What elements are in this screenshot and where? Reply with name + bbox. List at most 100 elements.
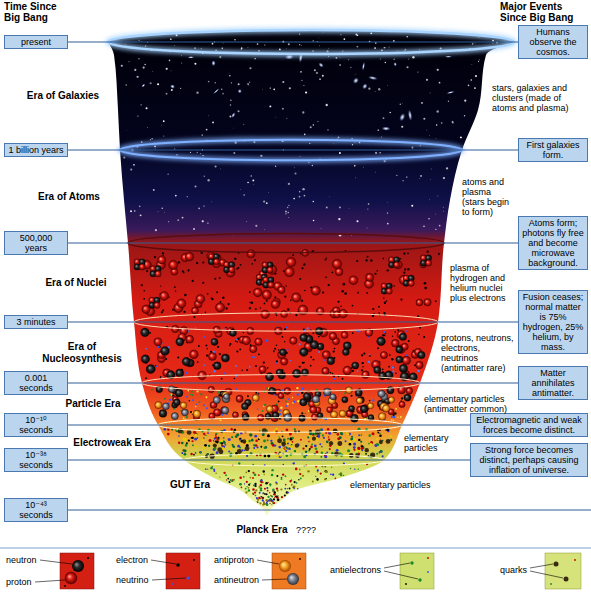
particle (162, 403, 169, 410)
particle (384, 331, 386, 333)
particle (248, 484, 250, 486)
event-box: First galaxies form. (518, 138, 588, 162)
particle (310, 341, 318, 349)
star (368, 88, 370, 90)
particle (378, 390, 385, 397)
particle (352, 305, 354, 307)
particle (265, 413, 271, 419)
star (326, 104, 328, 106)
particle (236, 341, 238, 343)
particle (372, 308, 374, 310)
star (304, 134, 306, 136)
particle (183, 311, 185, 313)
star (252, 179, 254, 181)
particle (399, 401, 405, 407)
particle (233, 429, 235, 431)
particle (286, 327, 288, 329)
star (354, 165, 356, 167)
galaxy (444, 56, 452, 58)
particle (276, 482, 278, 484)
star (343, 38, 345, 40)
star (151, 138, 152, 139)
particle (200, 451, 202, 453)
star (208, 81, 210, 83)
star (407, 36, 408, 37)
particle (214, 278, 216, 280)
particle (253, 444, 255, 446)
particle (203, 404, 205, 406)
particle (241, 486, 243, 488)
event-box: Electromagnetic and weak forces become d… (470, 413, 588, 437)
particle (310, 356, 312, 358)
star (128, 61, 129, 62)
particle (247, 250, 255, 258)
particle (208, 352, 216, 360)
particle (192, 394, 194, 396)
particle (278, 401, 280, 403)
particle (393, 420, 395, 422)
particle (254, 259, 256, 261)
particle (264, 455, 267, 458)
particle (280, 406, 283, 409)
particle (361, 434, 363, 436)
particle (204, 444, 207, 447)
star (150, 82, 152, 84)
particle (256, 454, 258, 456)
particle (248, 440, 251, 443)
particle (393, 262, 399, 268)
era-label: Electroweak Era (64, 437, 160, 449)
particle (301, 267, 303, 269)
particle (303, 392, 311, 400)
particle (289, 488, 291, 490)
particle (245, 471, 247, 473)
particle (312, 395, 320, 403)
particle (404, 394, 411, 401)
star (386, 201, 388, 203)
particle (255, 439, 258, 442)
particle (264, 446, 267, 449)
particle-soup (134, 249, 440, 506)
particle (376, 438, 378, 440)
star (288, 205, 289, 206)
particle (242, 439, 246, 443)
particle (176, 338, 184, 346)
particle (365, 453, 367, 455)
particle (229, 481, 231, 483)
particle (293, 486, 295, 488)
particle (141, 328, 150, 337)
galaxy (393, 62, 398, 67)
particle (146, 365, 155, 374)
particle (290, 442, 292, 444)
particle (256, 446, 258, 448)
particle (258, 497, 261, 500)
particle (216, 291, 218, 293)
particle (285, 447, 288, 450)
particle (296, 387, 298, 389)
particle (333, 429, 338, 434)
particle (288, 447, 291, 450)
particle (294, 428, 296, 430)
particle (235, 340, 237, 342)
particle (379, 440, 383, 444)
particle (181, 409, 188, 416)
star (288, 43, 290, 45)
particle (266, 300, 268, 302)
star (221, 47, 223, 49)
particle (188, 439, 190, 441)
particle (221, 413, 223, 415)
particle (371, 432, 374, 435)
particle (231, 428, 233, 430)
particle (267, 501, 268, 502)
star (338, 218, 340, 220)
particle (269, 503, 271, 505)
particle (312, 437, 316, 441)
particle (320, 456, 322, 458)
leader-line (152, 578, 186, 580)
particle (211, 338, 218, 345)
column-heading: Major Events Since Big Bang (500, 1, 588, 23)
particle (356, 260, 358, 262)
particle (329, 332, 337, 340)
particle (186, 396, 188, 398)
particle (271, 469, 273, 471)
particle (397, 329, 399, 331)
